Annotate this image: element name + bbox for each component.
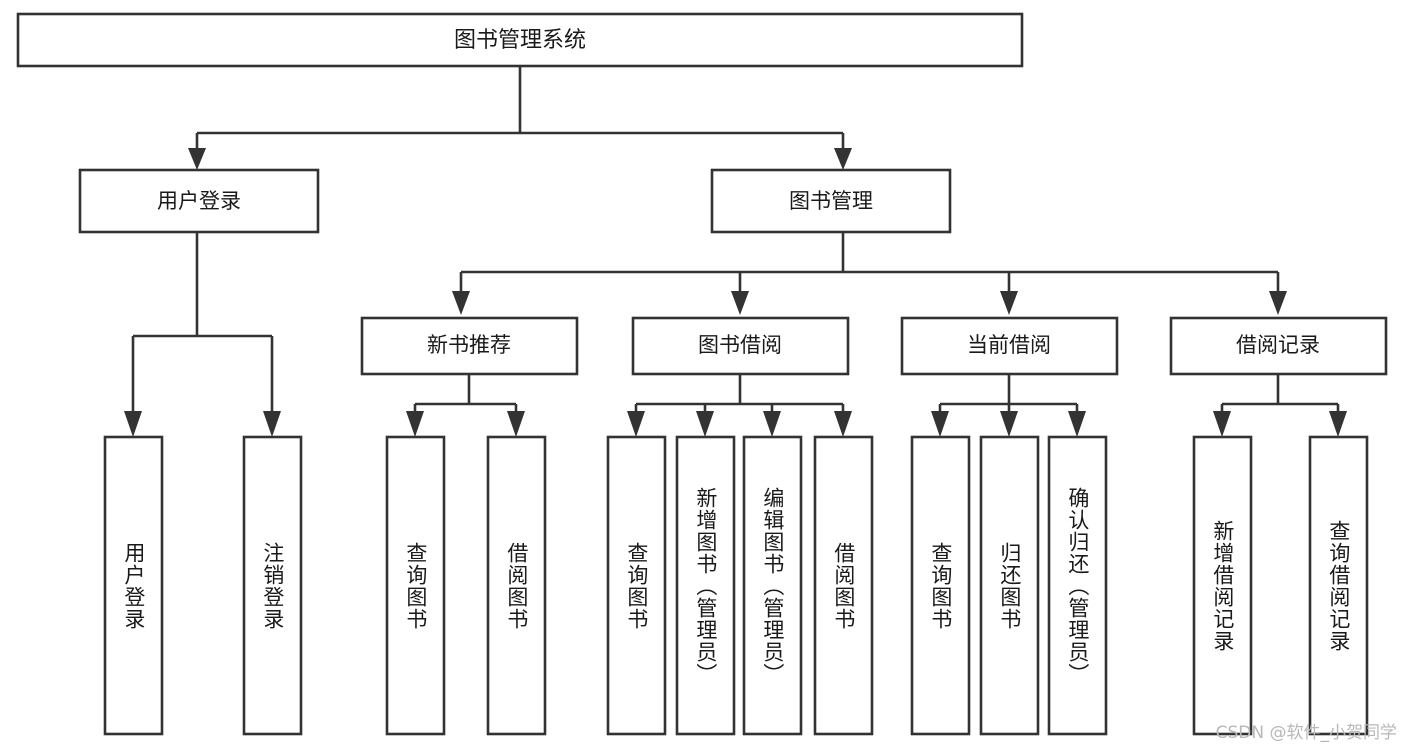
arrow-head-user-login-leaf-0 <box>124 411 142 437</box>
node-leaf-book-borrow-1[interactable] <box>675 435 736 736</box>
node-root-book-management-system[interactable] <box>16 12 1024 68</box>
node-book-management[interactable] <box>710 168 952 234</box>
connector-group-current-borrow <box>931 374 1086 437</box>
node-leaf-book-borrow-2[interactable] <box>742 435 803 736</box>
csdn-watermark: CSDN @软件_小贺同学 <box>1215 723 1397 743</box>
arrow-head-book-borrow-leaf-2 <box>763 411 781 437</box>
arrow-head-current-borrow-leaf-2 <box>1068 411 1086 437</box>
connector-group-root <box>188 66 852 170</box>
node-leaf-new-book-1[interactable] <box>486 435 547 736</box>
node-borrow-record[interactable] <box>1169 316 1388 376</box>
node-book-management-label: 图书管理 <box>789 189 873 213</box>
arrow-head-book-borrow-leaf-0 <box>627 411 645 437</box>
arrow-head-user-login-leaf-1 <box>263 411 281 437</box>
arrow-head-new-book-recommend <box>452 291 470 315</box>
arrow-head-current-borrow <box>1000 291 1018 315</box>
arrow-head-book-borrow-leaf-3 <box>834 411 852 437</box>
connector-group-new-book-recommend <box>406 374 525 437</box>
connector-group-borrow-record <box>1213 374 1347 437</box>
node-leaf-user-login-1[interactable] <box>242 435 303 736</box>
arrow-head-new-book-leaf-0 <box>406 411 424 437</box>
node-user-login[interactable] <box>78 168 320 234</box>
node-borrow-record-label: 借阅记录 <box>1236 333 1320 357</box>
arrow-head-book-borrow <box>731 291 749 315</box>
arrow-head-current-borrow-leaf-0 <box>931 411 949 437</box>
node-leaf-borrow-record-1[interactable] <box>1308 435 1369 736</box>
node-leaf-current-borrow-1[interactable] <box>979 435 1040 736</box>
node-leaf-current-borrow-2[interactable] <box>1047 435 1108 736</box>
node-book-borrow-label: 图书借阅 <box>698 333 782 357</box>
arrow-head-borrow-record-leaf-0 <box>1213 411 1231 437</box>
arrow-head-user-login <box>188 148 206 170</box>
node-current-borrow[interactable] <box>900 316 1119 376</box>
node-user-login-label: 用户登录 <box>157 189 241 213</box>
arrow-head-borrow-record <box>1269 291 1287 315</box>
arrow-head-new-book-leaf-1 <box>507 411 525 437</box>
arrow-head-current-borrow-leaf-1 <box>1000 411 1018 437</box>
node-new-book-recommend-label: 新书推荐 <box>427 333 511 357</box>
node-leaf-book-borrow-0[interactable] <box>606 435 667 736</box>
node-leaf-current-borrow-0[interactable] <box>910 435 971 736</box>
connector-group-book-manage <box>452 232 1287 315</box>
node-leaf-new-book-0[interactable] <box>385 435 446 736</box>
node-book-borrow[interactable] <box>631 316 850 376</box>
node-current-borrow-label: 当前借阅 <box>967 333 1051 357</box>
node-leaf-user-login-0[interactable] <box>103 435 164 736</box>
connector-group-user-login <box>124 232 281 437</box>
node-leaf-book-borrow-3[interactable] <box>813 435 874 736</box>
connector-group-book-borrow <box>627 374 852 437</box>
arrow-head-book-borrow-leaf-1 <box>696 411 714 437</box>
arrow-head-borrow-record-leaf-1 <box>1329 411 1347 437</box>
node-root-label: 图书管理系统 <box>454 28 586 53</box>
node-new-book-recommend[interactable] <box>360 316 579 376</box>
arrow-head-book-manage <box>834 148 852 170</box>
node-leaf-borrow-record-0[interactable] <box>1192 435 1253 736</box>
